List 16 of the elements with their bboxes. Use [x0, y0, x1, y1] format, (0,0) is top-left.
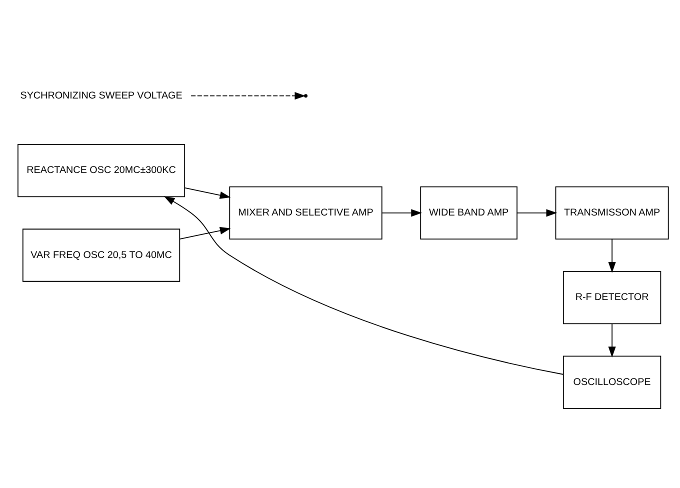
arrow [190, 92, 306, 100]
node-box: REACTANCE OSC 20MC±300KC [18, 144, 186, 198]
arrow [179, 226, 231, 240]
arrow [608, 238, 616, 273]
arrow [608, 323, 616, 358]
arrow [184, 187, 231, 199]
node-box: TRANSMISSON AMP [555, 186, 669, 240]
node-box: OSCILLOSCOPE [562, 356, 662, 409]
arrow [164, 196, 564, 375]
node-box: VAR FREQ OSC 20,5 TO 40MC [22, 228, 180, 282]
node-box: R-F DETECTOR [562, 271, 662, 324]
arrow [516, 209, 558, 217]
node-text: SYCHRONIZING SWEEP VOLTAGE [20, 90, 182, 102]
node-box: WIDE BAND AMP [420, 186, 518, 240]
node-box: MIXER AND SELECTIVE AMP [229, 186, 382, 240]
arrow [382, 209, 422, 217]
